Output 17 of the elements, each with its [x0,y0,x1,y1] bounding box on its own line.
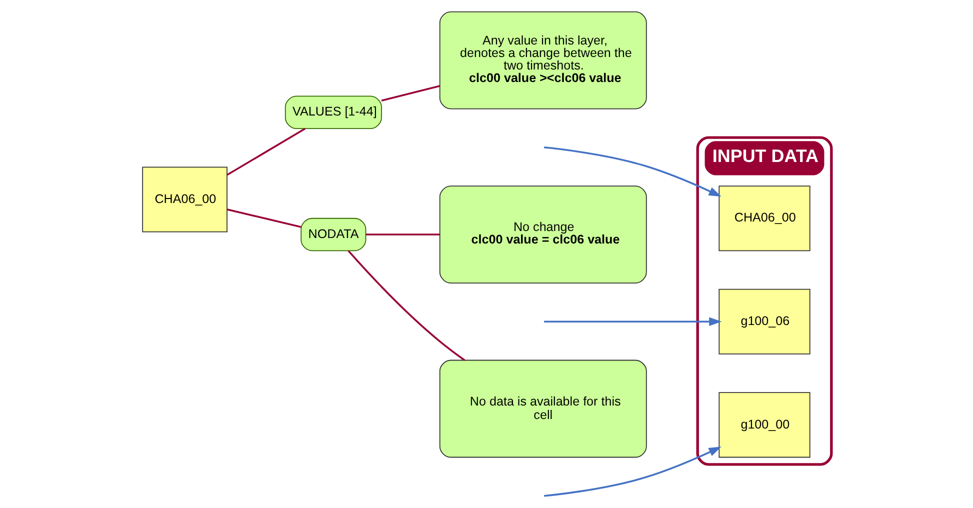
connector [347,250,465,361]
connector [380,85,440,102]
node-box: g100_06 [718,288,810,354]
node-box: Any value in this layer, denotes a change between the two timeshots. clc00 value ><clc06 value [438,11,646,110]
connector [365,234,440,236]
node-box: CHA06_00 [142,166,227,232]
node-box: CHA06_00 [718,186,810,252]
node-box: VALUES [1-44] [284,96,382,129]
arrow [543,446,721,497]
node-box: No data is available for this cell [438,360,646,458]
connector [226,208,301,228]
node-box: g100_00 [718,392,810,458]
arrow [544,317,722,326]
connector [226,128,306,176]
node-box: NODATA [300,218,366,252]
arrow [543,146,721,197]
node-box: No change clc00 value = clc06 value [438,186,646,284]
